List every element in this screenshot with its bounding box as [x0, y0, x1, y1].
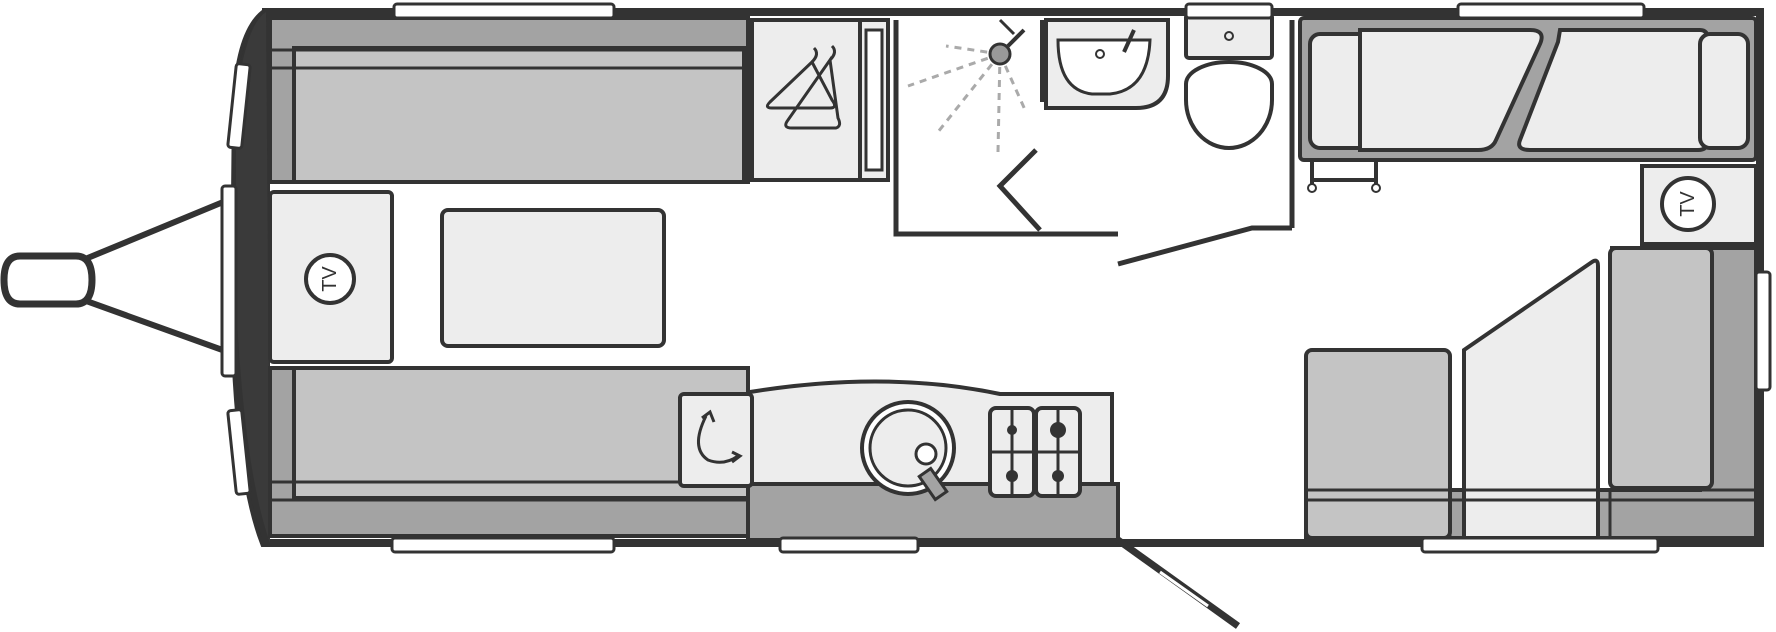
- window-rear-end: [1754, 270, 1772, 392]
- washroom: [893, 12, 1295, 267]
- window-top-rear: [1456, 2, 1646, 20]
- front-lounge-seat-left: [268, 16, 750, 184]
- window-front-center: [220, 184, 238, 378]
- coat-hanger-icon: [765, 44, 842, 130]
- front-chest-tv-unit: TV: [268, 190, 394, 364]
- rear-side-seat: [1298, 16, 1758, 193]
- shower-door-icon: [996, 148, 1042, 232]
- window-front-top: [226, 62, 252, 150]
- window-bottom-rear: [1420, 536, 1660, 554]
- front-lounge-table: [440, 208, 666, 348]
- shower-head-icon: [907, 18, 1028, 153]
- toilet-icon: [1184, 12, 1274, 150]
- tow-hitch-icon: [0, 197, 230, 355]
- window-bottom-kitchen: [778, 536, 920, 554]
- tv-icon: TV: [304, 253, 356, 305]
- rear-corner-seat: [1304, 246, 1758, 540]
- window-top-washroom: [1184, 2, 1274, 20]
- fridge-icon: [678, 392, 754, 488]
- front-lounge-seat-right: [268, 366, 750, 538]
- window-top-front: [392, 2, 616, 20]
- tv-label-front: TV: [319, 266, 341, 292]
- rear-tv-unit: TV: [1640, 164, 1758, 246]
- window-bottom-front: [390, 536, 616, 554]
- wardrobe: [750, 18, 890, 182]
- gas-hob-icon: [988, 406, 1082, 498]
- kitchen-sink-icon: [860, 400, 956, 502]
- tv-label-rear: TV: [1677, 191, 1699, 217]
- windows: [220, 2, 1772, 554]
- entrance-door-icon: [1115, 537, 1241, 629]
- kitchen: [678, 379, 1120, 542]
- tv-icon: TV: [1660, 176, 1716, 232]
- window-front-bottom: [226, 408, 252, 496]
- washbasin-icon: [1044, 18, 1170, 110]
